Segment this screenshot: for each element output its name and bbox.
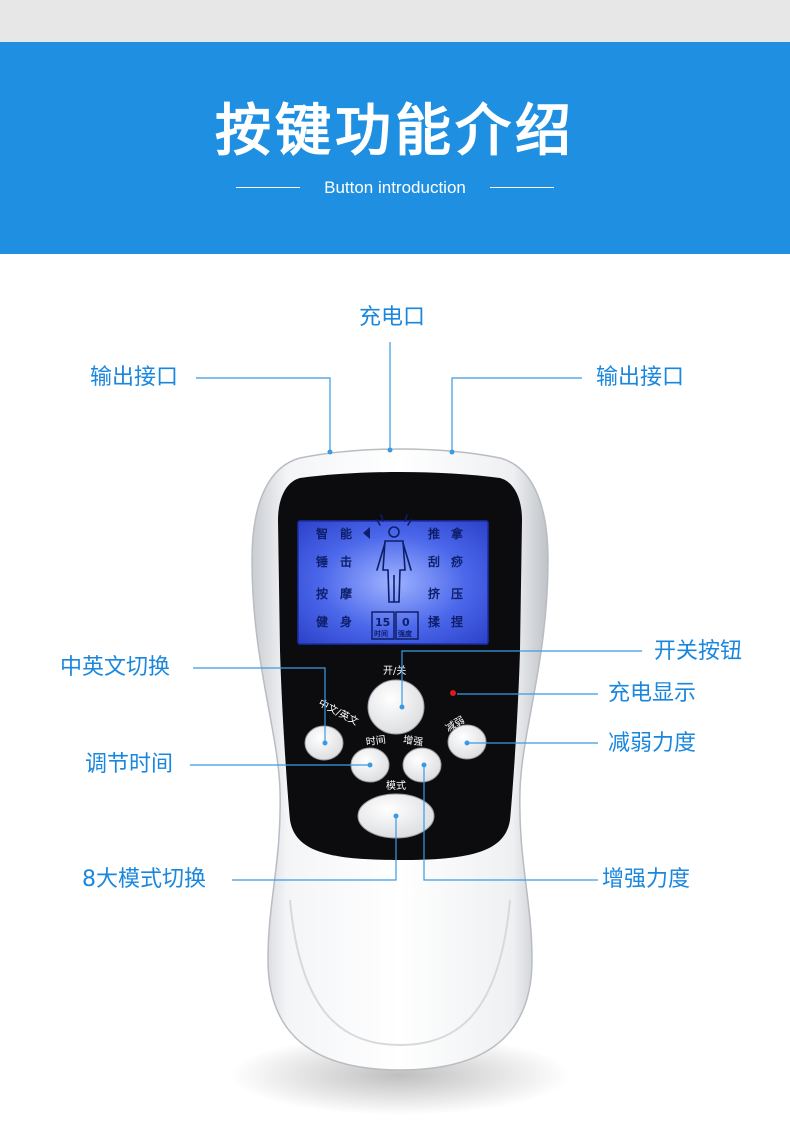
lcd-mode-char: 压 xyxy=(451,587,463,601)
page-title: 按键功能介绍 xyxy=(215,99,575,164)
lcd-mode-char: 摩 xyxy=(340,586,352,601)
dot-increase xyxy=(421,762,427,768)
callout-language-switch: 中英文切换 xyxy=(60,655,171,680)
title-banner xyxy=(0,42,790,254)
callout-charge-port: 充电口 xyxy=(359,305,426,330)
dot-charge-port xyxy=(387,447,393,453)
lcd-time-box xyxy=(371,611,395,640)
page-subtitle: Button introduction xyxy=(324,178,466,197)
lcd-mode-char: 挤 xyxy=(428,586,441,601)
body-bevel xyxy=(289,899,511,1047)
callout-output-right: 输出接口 xyxy=(596,365,685,390)
lcd-mode-char: 捏 xyxy=(451,614,463,629)
charge-indicator-led xyxy=(450,690,456,696)
mode-button-label: 模式 xyxy=(386,779,406,792)
lcd-mode-char: 锤 xyxy=(316,554,328,569)
lcd-mode-char: 健 xyxy=(316,614,329,629)
lcd-mode-char: 能 xyxy=(340,526,352,541)
callout-output-left: 输出接口 xyxy=(90,365,179,390)
dot-decrease xyxy=(464,740,470,746)
lcd-time-label: 时间 xyxy=(374,629,388,638)
dot-output-left xyxy=(327,449,333,455)
time-button-label: 时间 xyxy=(365,733,387,749)
lcd-intensity-box xyxy=(395,611,419,640)
dot-time-adjust xyxy=(367,762,373,768)
dot-output-right xyxy=(449,449,455,455)
leader-output-right xyxy=(451,377,582,452)
lcd-mode-char: 身 xyxy=(340,614,352,629)
lcd-mode-char: 刮 xyxy=(428,554,440,569)
dot-language-switch xyxy=(322,740,328,746)
callout-charge-indicator: 充电显示 xyxy=(608,681,697,706)
subtitle-rule-right xyxy=(490,187,554,188)
device-shadow xyxy=(230,1035,570,1115)
leader-mode-switch xyxy=(232,816,397,881)
callout-decrease: 减弱力度 xyxy=(608,731,697,756)
dot-power-button xyxy=(399,704,405,710)
lcd-mode-char: 痧 xyxy=(451,554,463,569)
lcd-mode-char: 揉 xyxy=(428,614,441,629)
leader-increase xyxy=(423,765,598,881)
callout-power-button: 开关按钮 xyxy=(654,639,743,664)
power-button-label: 开/关 xyxy=(383,664,406,677)
lcd-intensity-label: 强度 xyxy=(398,629,413,638)
lcd-mode-char: 击 xyxy=(340,554,352,569)
callout-time-adjust: 调节时间 xyxy=(85,752,174,777)
power-button[interactable] xyxy=(367,679,425,735)
leader-power-button xyxy=(401,650,642,707)
callout-increase: 增强力度 xyxy=(602,867,691,892)
lcd-body-figure-icon xyxy=(376,514,412,603)
dot-mode-switch xyxy=(393,813,399,819)
callout-mode-switch: 8大模式切换 xyxy=(82,867,206,892)
lcd-select-arrow-icon xyxy=(363,527,370,539)
lcd-intensity-value: 0 xyxy=(402,616,410,629)
leader-language-switch xyxy=(193,667,326,743)
leader-output-left xyxy=(196,377,331,452)
lcd-time-value: 15 xyxy=(375,616,390,629)
lcd-mode-char: 推 xyxy=(428,526,440,541)
top-gray-strip xyxy=(0,0,790,42)
lcd-mode-char: 按 xyxy=(316,586,328,601)
lcd-mode-char: 拿 xyxy=(450,526,464,541)
lcd-screen xyxy=(297,520,489,645)
subtitle-rule-left xyxy=(236,187,300,188)
increase-button-label: 增强 xyxy=(402,733,424,749)
lcd-mode-char: 智 xyxy=(315,526,328,541)
